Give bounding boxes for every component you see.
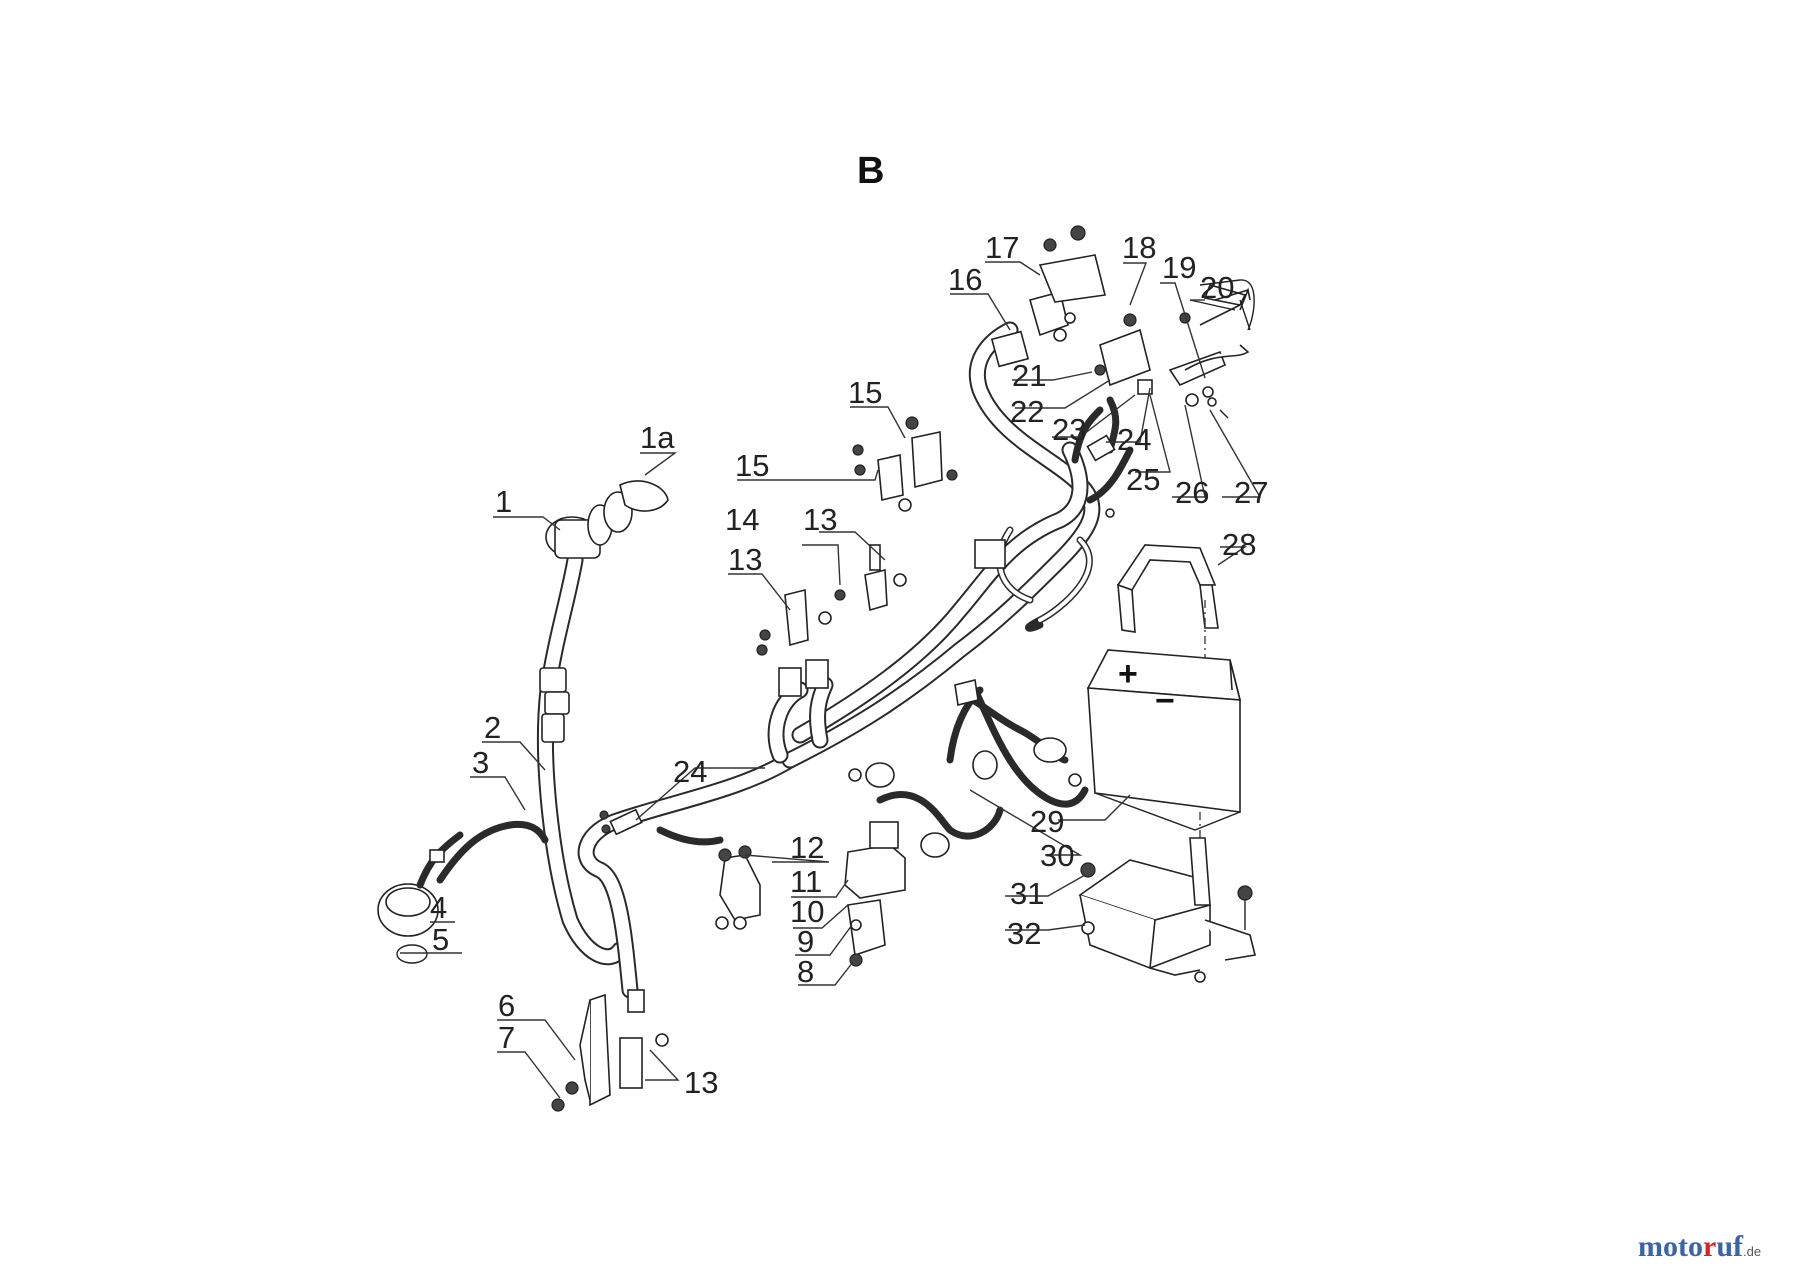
callout-25: 25 xyxy=(1126,462,1160,497)
callout-18: 18 xyxy=(1122,230,1156,265)
callout-28: 28 xyxy=(1222,527,1256,562)
solenoid-stack xyxy=(715,821,906,967)
callout-5: 5 xyxy=(432,922,449,957)
watermark-suffix: .de xyxy=(1743,1244,1762,1259)
leader-lines xyxy=(400,261,1262,1099)
callout-7: 7 xyxy=(498,1020,515,1055)
callout-6: 6 xyxy=(498,988,515,1023)
callout-1a: 1a xyxy=(640,420,675,455)
connector-pair-left xyxy=(539,667,570,743)
buzzer xyxy=(377,831,464,964)
callout-13-left: 13 xyxy=(728,542,762,577)
battery-cables xyxy=(848,679,1082,858)
battery-tray xyxy=(1078,837,1256,983)
callout-12: 12 xyxy=(790,830,824,865)
callout-14: 14 xyxy=(725,502,759,537)
watermark-part-3: uf xyxy=(1716,1230,1743,1263)
callout-26: 26 xyxy=(1175,475,1209,510)
callout-32: 32 xyxy=(1007,916,1041,951)
callout-29: 29 xyxy=(1030,804,1064,839)
diagram-title: B xyxy=(857,150,884,192)
battery: + − xyxy=(1086,649,1242,880)
bracket-lower-left xyxy=(551,993,611,1112)
callout-13-middle: 13 xyxy=(803,502,837,537)
callout-17: 17 xyxy=(985,230,1019,265)
callout-10: 10 xyxy=(790,894,824,929)
callout-22: 22 xyxy=(1010,394,1044,429)
right-hardware-cluster xyxy=(1086,279,1255,518)
callout-11: 11 xyxy=(790,864,822,899)
battery-minus-terminal: − xyxy=(1155,682,1175,720)
callout-13-lower: 13 xyxy=(684,1065,718,1100)
switch-15 xyxy=(852,416,1006,569)
switch-13-14 xyxy=(756,544,907,697)
switch-13-lower xyxy=(619,989,669,1089)
callout-31: 31 xyxy=(1010,876,1044,911)
callout-15-lower: 15 xyxy=(735,448,769,483)
callout-20: 20 xyxy=(1200,270,1234,305)
callout-19: 19 xyxy=(1162,250,1196,285)
battery-plus-terminal: + xyxy=(1118,655,1138,693)
site-watermark: motoruf.de xyxy=(1638,1230,1761,1264)
callout-21: 21 xyxy=(1012,358,1046,393)
watermark-part-2: r xyxy=(1702,1230,1717,1263)
switch-24-lower xyxy=(599,808,643,836)
callout-15-upper: 15 xyxy=(848,375,882,410)
callout-9: 9 xyxy=(797,924,814,959)
callout-30: 30 xyxy=(1040,838,1074,873)
callout-23: 23 xyxy=(1052,412,1086,447)
callout-8: 8 xyxy=(797,954,814,989)
callout-24-lower: 24 xyxy=(673,754,707,789)
callout-1: 1 xyxy=(495,484,512,519)
callout-16: 16 xyxy=(948,262,982,297)
battery-strap xyxy=(1116,544,1219,660)
callout-2: 2 xyxy=(484,710,501,745)
ignition-switch xyxy=(545,480,669,559)
watermark-part-1: moto xyxy=(1638,1230,1703,1263)
callout-labels: 1 1a 2 3 4 5 6 7 8 9 10 11 12 13 13 13 1… xyxy=(430,230,1268,1100)
top-bracket-16-17 xyxy=(990,225,1106,368)
callout-3: 3 xyxy=(472,745,489,780)
callout-24-upper: 24 xyxy=(1117,422,1151,457)
callout-27: 27 xyxy=(1234,475,1268,510)
main-harness xyxy=(537,321,1101,999)
callout-4: 4 xyxy=(430,890,447,925)
